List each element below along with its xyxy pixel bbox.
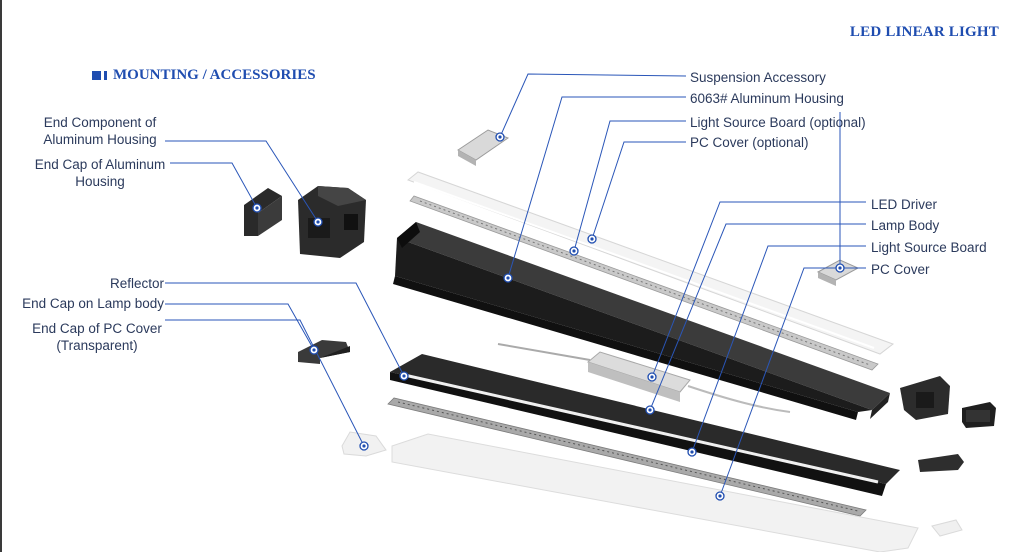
label-reflector: Reflector <box>109 276 164 291</box>
label-light-source-optional: Light Source Board (optional) <box>690 115 866 130</box>
pc-cover-part <box>391 433 919 552</box>
section-bar-icon <box>104 71 107 80</box>
label-end-component-line2: Aluminum Housing <box>43 132 157 147</box>
label-end-cap-pc-line1: End Cap of PC Cover <box>32 321 162 336</box>
leader-lines <box>165 73 866 497</box>
light-source-board-part <box>387 397 867 517</box>
aluminum-housing-part <box>393 222 890 420</box>
label-end-cap-housing-line2: Housing <box>75 174 125 189</box>
label-pc-cover-optional: PC Cover (optional) <box>690 135 809 150</box>
section-square-icon <box>92 71 101 80</box>
label-end-component-line1: End Component of <box>43 115 157 130</box>
label-end-cap-housing-line1: End Cap of Aluminum <box>34 157 166 172</box>
label-end-cap-pc: End Cap of PC Cover (Transparent) <box>28 320 166 354</box>
label-end-cap-pc-line2: (Transparent) <box>56 338 138 353</box>
section-title-text: MOUNTING / ACCESSORIES <box>113 67 316 83</box>
end-parts-right <box>900 376 996 537</box>
end-component-housing-part <box>298 186 366 258</box>
light-source-board-optional-part <box>409 195 879 371</box>
brand-title: LED LINEAR LIGHT <box>849 24 999 40</box>
label-lamp-body: Lamp Body <box>871 218 940 233</box>
section-title: MOUNTING / ACCESSORIES <box>92 67 316 84</box>
end-cap-lamp-part <box>298 340 350 364</box>
left-border <box>0 0 2 552</box>
label-suspension: Suspension Accessory <box>690 70 826 85</box>
reflector-part <box>390 354 900 496</box>
label-led-driver: LED Driver <box>871 197 938 212</box>
label-pc-cover: PC Cover <box>871 262 930 277</box>
label-end-cap-lamp: End Cap on Lamp body <box>22 296 164 311</box>
label-end-cap-housing: End Cap of Aluminum Housing <box>26 156 174 190</box>
pc-cover-optional-part <box>406 171 895 355</box>
label-housing-6063: 6063# Aluminum Housing <box>690 91 844 106</box>
label-end-component: End Component of Aluminum Housing <box>30 114 170 148</box>
end-cap-housing-part <box>244 188 282 236</box>
label-light-source: Light Source Board <box>871 240 987 255</box>
marker-dots <box>252 132 845 501</box>
